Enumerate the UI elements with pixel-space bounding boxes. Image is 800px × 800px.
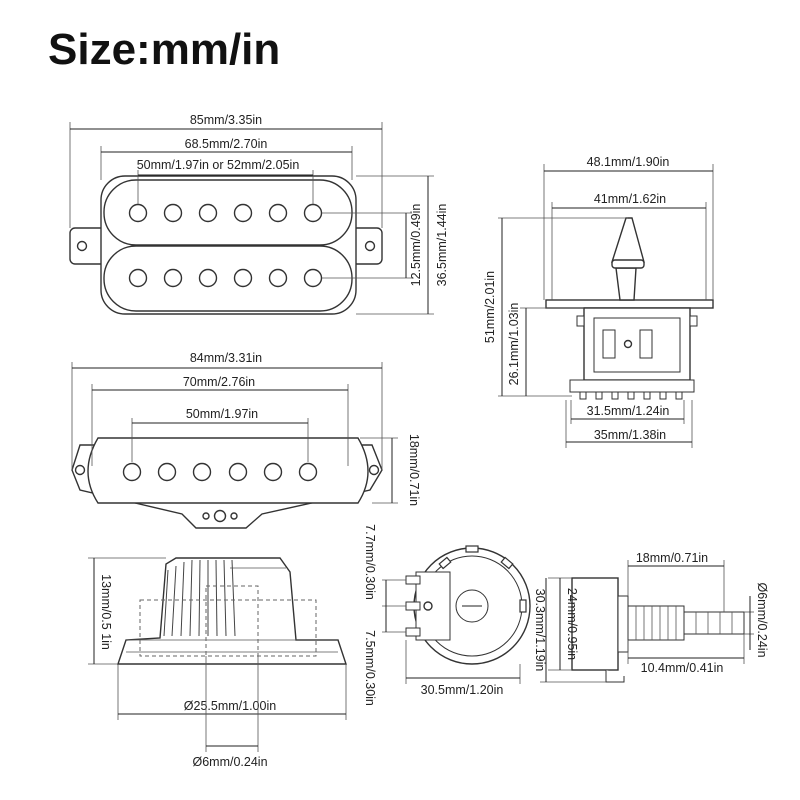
switch-travel-width-label: 41mm/1.62in — [594, 192, 666, 206]
switch-lever-tip — [611, 217, 645, 263]
single-coil-small-hole — [230, 512, 238, 520]
knob-shaft-diameter-label: Ø6mm/0.24in — [192, 755, 267, 769]
humbucker-row-gap-label: 12.5mm/0.49in — [409, 204, 423, 287]
switch-lever-collar — [611, 259, 645, 269]
single-coil-cover — [87, 437, 369, 504]
knob-diameter-label: Ø25.5mm/1.00in — [184, 699, 276, 713]
pot-side-shaft-length-label: 18mm/0.71in — [636, 551, 708, 565]
knob-hidden-outline — [139, 599, 317, 657]
single-coil-pole-spacing-label: 50mm/1.97in — [186, 407, 258, 421]
pot-front-width-label: 30.5mm/1.20in — [421, 683, 504, 697]
pot-side-total-height-label: 30.3mm/1.19in — [533, 589, 547, 672]
pot-front-notches — [438, 545, 527, 613]
humbucker-left-screw-hole — [76, 240, 88, 252]
pot-front-lug-bracket — [415, 571, 451, 641]
switch-terminal-strip — [569, 379, 695, 393]
pot-front-top-lug-spacing-label: 7.7mm/0.30in — [363, 524, 377, 600]
pot-side-shaft — [683, 611, 745, 635]
switch-overall-width-label: 48.1mm/1.90in — [587, 155, 670, 169]
switch-inner-width-label: 31.5mm/1.24in — [587, 404, 670, 418]
switch-terminals — [579, 391, 683, 400]
single-coil-left-screw-hole — [74, 464, 86, 476]
switch-rivet — [623, 339, 633, 349]
switch-contact — [639, 329, 653, 359]
knob-shaft-bore — [205, 585, 259, 657]
single-coil-height-label: 18mm/0.71in — [407, 434, 421, 506]
pot-side-body-height-label: 24mm/0.95in — [565, 588, 579, 660]
humbucker-pole-pieces — [128, 203, 323, 288]
humbucker-overall-width-label: 85mm/3.35in — [190, 113, 262, 127]
knob-height-label: 13mm/0.5 1in — [99, 574, 113, 650]
single-coil-cover-width-label: 70mm/2.76in — [183, 375, 255, 389]
pot-side-thread-length-label: 10.4mm/0.41in — [641, 661, 724, 675]
single-coil-overall-width-label: 84mm/3.31in — [190, 351, 262, 365]
knob-body — [117, 557, 347, 665]
pot-side-lug — [605, 670, 625, 683]
humbucker-cover-width-label: 68.5mm/2.70in — [185, 137, 268, 151]
switch-total-height-label: 51mm/2.01in — [483, 271, 497, 343]
single-coil-right-screw-hole — [368, 464, 380, 476]
pot-front-rivet — [423, 601, 433, 611]
humbucker-pole-spacing-label: 50mm/1.97in or 52mm/2.05in — [137, 158, 300, 172]
switch-lever-stem — [615, 267, 637, 301]
switch-side-tab-left — [576, 315, 585, 327]
switch-base-width-label: 35mm/1.38in — [594, 428, 666, 442]
humbucker-bottom-coil — [103, 245, 353, 312]
single-coil-small-hole — [202, 512, 210, 520]
humbucker-top-coil — [103, 179, 353, 246]
pot-side-thread-lines — [635, 606, 677, 640]
switch-mounting-plate — [545, 299, 714, 309]
humbucker-drawing: 85mm/3.35in 68.5mm/2.70in 50mm/1.97in or… — [69, 113, 449, 315]
humbucker-height-label: 36.5mm/1.44in — [435, 204, 449, 287]
pot-side-body — [571, 577, 619, 671]
switch-side-tab-right — [689, 315, 698, 327]
pot-side-bushing-flange — [617, 595, 629, 653]
knob-drawing: 13mm/0.5 1in Ø25.5mm/1.00in Ø6mm/0.24in — [88, 557, 347, 769]
switch-body-height-label: 26.1mm/1.03in — [507, 303, 521, 386]
pot-side-shaft-knurl — [695, 612, 733, 634]
page-title: Size:mm/in — [48, 25, 281, 74]
pot-front-bottom-lug-spacing-label: 7.5mm/0.30in — [363, 630, 377, 706]
switch-contact — [602, 329, 616, 359]
switch-drawing: 48.1mm/1.90in 41mm/1.62in 51mm/2.01in 26… — [483, 155, 714, 448]
pot-side-drawing: 18mm/0.71in 24mm/0.95in 30.3mm/1.19in Ø6… — [533, 551, 769, 683]
humbucker-right-screw-hole — [364, 240, 376, 252]
pot-front-drawing: 7.7mm/0.30in 7.5mm/0.30in 30.5mm/1.20in — [363, 524, 531, 706]
knob-knurling — [163, 559, 236, 637]
single-coil-center-hole — [213, 509, 227, 523]
single-coil-drawing: 84mm/3.31in 70mm/2.76in 50mm/1.97in 18mm… — [71, 351, 421, 529]
pot-side-shaft-diameter-label: Ø6mm/0.24in — [755, 582, 769, 657]
single-coil-pole-pieces — [122, 462, 318, 482]
